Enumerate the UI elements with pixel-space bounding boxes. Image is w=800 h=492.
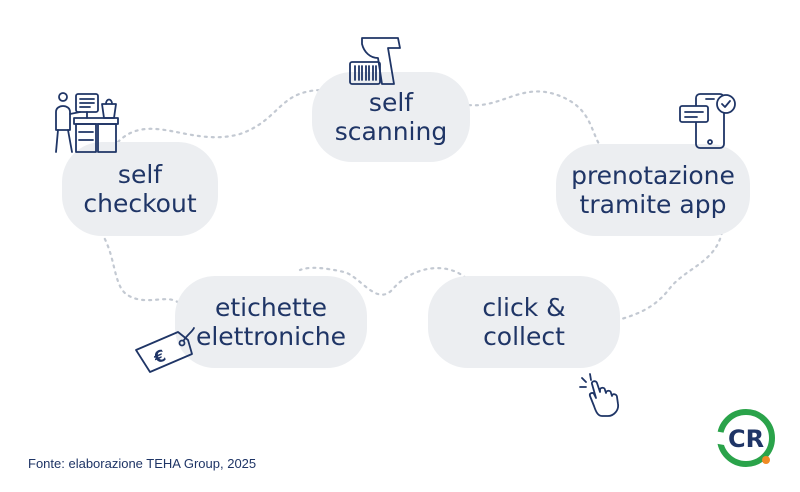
connector-label-checkout	[72, 210, 182, 306]
connector-checkout-scan	[116, 88, 322, 144]
connector-scan-app	[460, 90, 602, 148]
node-self-scanning: self scanning	[312, 72, 470, 162]
node-self-checkout: self checkout	[62, 142, 218, 236]
node-label-line: elettroniche	[195, 322, 347, 351]
node-label-line: tramite app	[579, 190, 727, 219]
node-label-line: etichette	[214, 293, 328, 322]
node-label-line: self	[368, 88, 414, 117]
source-note: Fonte: elaborazione TEHA Group, 2025	[28, 456, 257, 471]
node-click-collect: click & collect	[428, 276, 620, 368]
cr-logo-icon: CR	[711, 409, 775, 467]
tap-hand-icon	[579, 373, 620, 417]
node-label-line: click &	[482, 293, 566, 322]
smartphone-check-icon	[679, 93, 736, 149]
logo-text: CR	[728, 425, 764, 453]
node-prenotazione-app: prenotazione tramite app	[556, 144, 750, 236]
node-label-line: prenotazione	[571, 161, 735, 190]
barcode-scanner-icon	[349, 37, 401, 85]
node-etichette-elettroniche: etichette elettroniche	[175, 276, 367, 368]
node-label-line: scanning	[334, 117, 448, 146]
euro-price-tag-icon: €	[135, 327, 195, 373]
kiosk-checkout-icon	[55, 92, 119, 153]
connector-app-click	[610, 230, 724, 324]
node-label-line: self	[117, 160, 163, 189]
connector-click-label	[298, 266, 468, 296]
node-label-line: checkout	[83, 189, 197, 218]
node-label-line: collect	[483, 322, 565, 351]
